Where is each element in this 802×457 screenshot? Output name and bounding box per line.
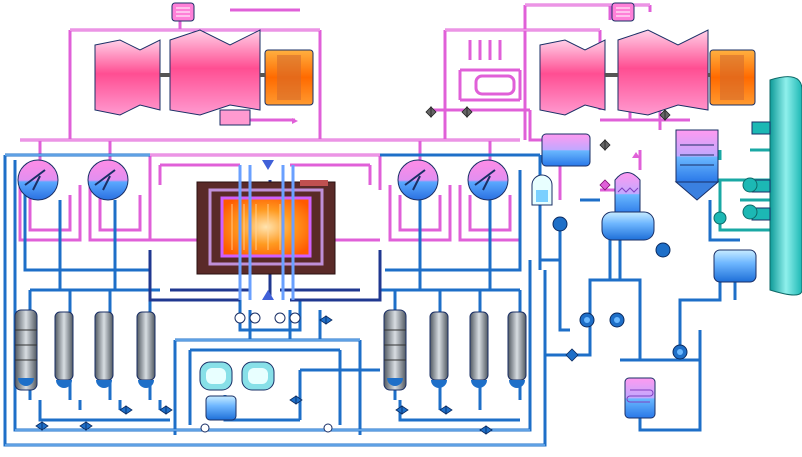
- valve: [461, 106, 473, 118]
- gauge-icon: [289, 312, 301, 324]
- gauge-icon: [249, 312, 261, 324]
- deaerator: [601, 152, 655, 241]
- circulation-pump-8: [507, 311, 527, 388]
- circulation-pump-1: [14, 309, 38, 391]
- valve: [565, 348, 579, 362]
- right-turbine-set: [539, 2, 756, 116]
- gauge-icon: [200, 423, 210, 433]
- right-circulation-pumps: [383, 309, 527, 391]
- steam-outlet-arrow-icon: [292, 118, 298, 124]
- valve: [479, 425, 493, 435]
- filter-tank: [205, 395, 237, 421]
- low-pressure-heater: [624, 377, 656, 419]
- drain-cooler: [531, 174, 553, 206]
- circulation-pump-7: [469, 311, 489, 388]
- steam-piping: [18, 3, 690, 252]
- pump-h: [713, 211, 727, 225]
- feed-pumps: [552, 177, 758, 360]
- pump-e: [552, 216, 568, 232]
- gauge-icon: [323, 423, 333, 433]
- valve: [319, 315, 333, 325]
- left-lp-turbine: [169, 29, 261, 116]
- moisture-separator-reheater: [541, 133, 591, 167]
- circulation-pump-4: [136, 311, 156, 388]
- left-turbine-set: [94, 2, 314, 126]
- circulation-pump-6: [429, 311, 449, 388]
- pump-d: [655, 242, 671, 258]
- feedwater-train: [474, 74, 757, 419]
- pump-g: [742, 204, 758, 220]
- pump-f: [742, 177, 758, 193]
- intermediate-tank: [474, 74, 516, 96]
- right-hp-turbine: [539, 39, 606, 116]
- valve: [659, 109, 671, 121]
- right-lp-turbine: [617, 29, 709, 116]
- reactor-core: [220, 196, 312, 258]
- valve: [289, 395, 303, 405]
- valve: [439, 405, 453, 415]
- gauges: [200, 312, 333, 433]
- circulation-pump-5: [383, 309, 407, 391]
- condenser: [751, 76, 802, 296]
- purification-equipment: [199, 361, 275, 421]
- left-hp-turbine: [94, 39, 161, 116]
- valve: [35, 421, 49, 431]
- valve: [599, 179, 611, 191]
- main-condenser-unit: [674, 129, 720, 201]
- drum-separators: [17, 159, 509, 201]
- valve: [425, 106, 437, 118]
- drum-separator-1: [17, 159, 59, 201]
- reactor: [196, 160, 336, 300]
- valve: [119, 405, 133, 415]
- valve: [599, 139, 611, 151]
- gauge-icon: [274, 312, 286, 324]
- drum-separator-3: [397, 159, 439, 201]
- water-piping: [3, 153, 740, 447]
- valve: [395, 405, 409, 415]
- condensate-tank: [713, 249, 757, 283]
- valves: [35, 106, 671, 435]
- valve: [79, 421, 93, 431]
- drum-separator-4: [467, 159, 509, 201]
- circulation-pump-2: [54, 311, 74, 388]
- left-circulation-pumps: [14, 309, 156, 391]
- circulation-pump-3: [94, 311, 114, 388]
- control-rods: [238, 165, 295, 300]
- valve: [159, 405, 173, 415]
- gauge-icon: [234, 312, 246, 324]
- drum-separator-2: [87, 159, 129, 201]
